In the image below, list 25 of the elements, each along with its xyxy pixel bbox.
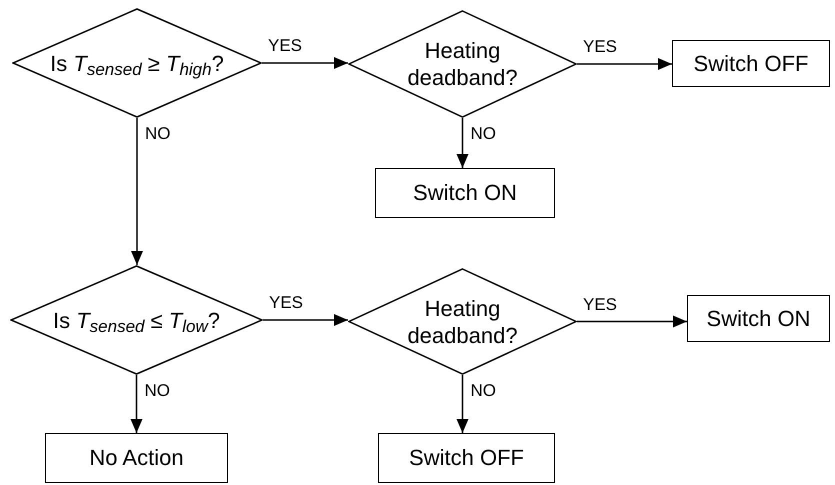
- process-box: Switch OFF: [672, 40, 830, 87]
- process-box: No Action: [45, 433, 228, 483]
- decision-text: Heating deadband?: [406, 294, 519, 348]
- arrow: [130, 375, 142, 433]
- decision-text: Heating deadband?: [406, 37, 519, 91]
- edge-label: NO: [145, 124, 170, 144]
- edge-label: YES: [268, 36, 302, 56]
- arrow: [131, 118, 143, 265]
- process-box: Switch ON: [687, 295, 830, 342]
- edge-label: NO: [144, 381, 170, 401]
- arrow: [262, 57, 348, 69]
- decision-text: Is T$_{sensed}$ ≤ T$_{low}$?: [52, 306, 220, 334]
- arrow: [577, 316, 687, 328]
- edge-label: YES: [583, 294, 618, 314]
- arrow: [263, 314, 348, 326]
- edge-label: NO: [470, 124, 496, 144]
- process-box: Switch ON: [375, 168, 555, 218]
- edge-label: NO: [470, 381, 496, 401]
- edge-label: YES: [583, 37, 618, 57]
- edge-label: YES: [269, 293, 304, 313]
- arrow: [456, 375, 468, 433]
- arrow: [577, 58, 672, 70]
- arrow: [456, 118, 468, 168]
- process-box: Switch OFF: [378, 433, 555, 483]
- decision-text: Is T$_{sensed}$ ≥ T$_{high}$?: [50, 50, 224, 76]
